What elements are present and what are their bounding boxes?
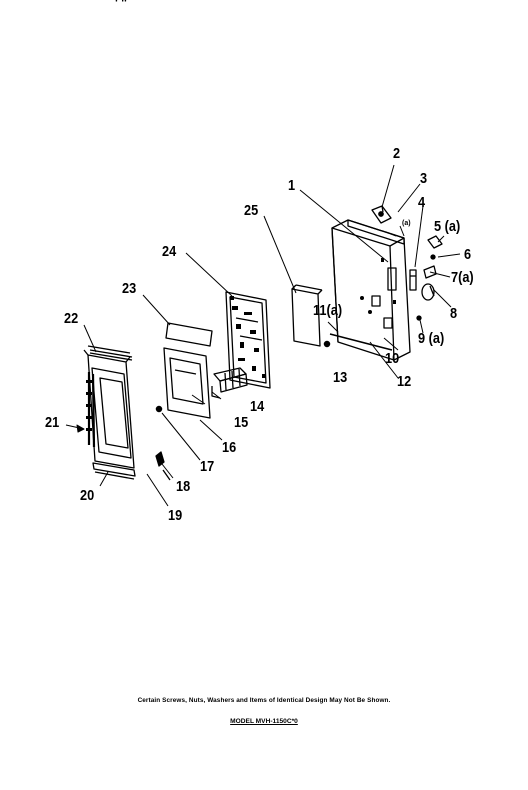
callout-25: 25 (244, 202, 259, 219)
callout-2: 2 (393, 145, 401, 162)
model-number: MODEL MVH-1150C*0 (230, 718, 298, 725)
callout-23: 23 (122, 280, 137, 297)
switch-block-part (212, 368, 247, 398)
hinge-hardware-part (410, 236, 442, 320)
circuit-board-part (226, 292, 270, 388)
callout-1: 1 (288, 177, 296, 194)
side-bracket-part (292, 285, 322, 346)
leader-lines (66, 165, 460, 506)
callout-19: 19 (168, 507, 183, 524)
small-a-label: (a) (402, 220, 411, 227)
rod-part (330, 334, 392, 350)
callout-21: 21 (45, 414, 60, 431)
clip-part (156, 452, 170, 480)
callout-3: 3 (420, 170, 428, 187)
corner-mark: ' '' (115, 0, 127, 10)
callout-12: 12 (397, 373, 412, 390)
door-frame-part (84, 346, 134, 468)
window-panel-part (156, 348, 210, 418)
callout-17: 17 (200, 458, 215, 475)
callout-7a: 7(a) (451, 269, 474, 286)
callout-8: 8 (450, 305, 458, 322)
callout-5a: 5 (a) (434, 218, 461, 235)
callout-16: 16 (222, 439, 237, 456)
callout-13: 13 (333, 369, 348, 386)
callout-6: 6 (464, 246, 472, 263)
callout-22: 22 (64, 310, 79, 327)
callout-18: 18 (176, 478, 191, 495)
callout-9a: 9 (a) (418, 330, 445, 347)
screw-part (324, 341, 329, 346)
callout-24: 24 (162, 243, 177, 260)
bottom-trim-part (93, 463, 135, 479)
control-panel-frame-part (332, 220, 410, 360)
callout-14: 14 (250, 398, 265, 415)
top-bracket-part (372, 206, 391, 223)
callout-11a: 11(a) (313, 302, 343, 319)
callout-15: 15 (234, 414, 249, 431)
footer-note: Certain Screws, Nuts, Washers and Items … (137, 697, 391, 704)
label-film-part (166, 323, 212, 346)
callout-20: 20 (80, 487, 95, 504)
callout-4: 4 (418, 194, 426, 211)
callout-10: 10 (385, 350, 400, 367)
